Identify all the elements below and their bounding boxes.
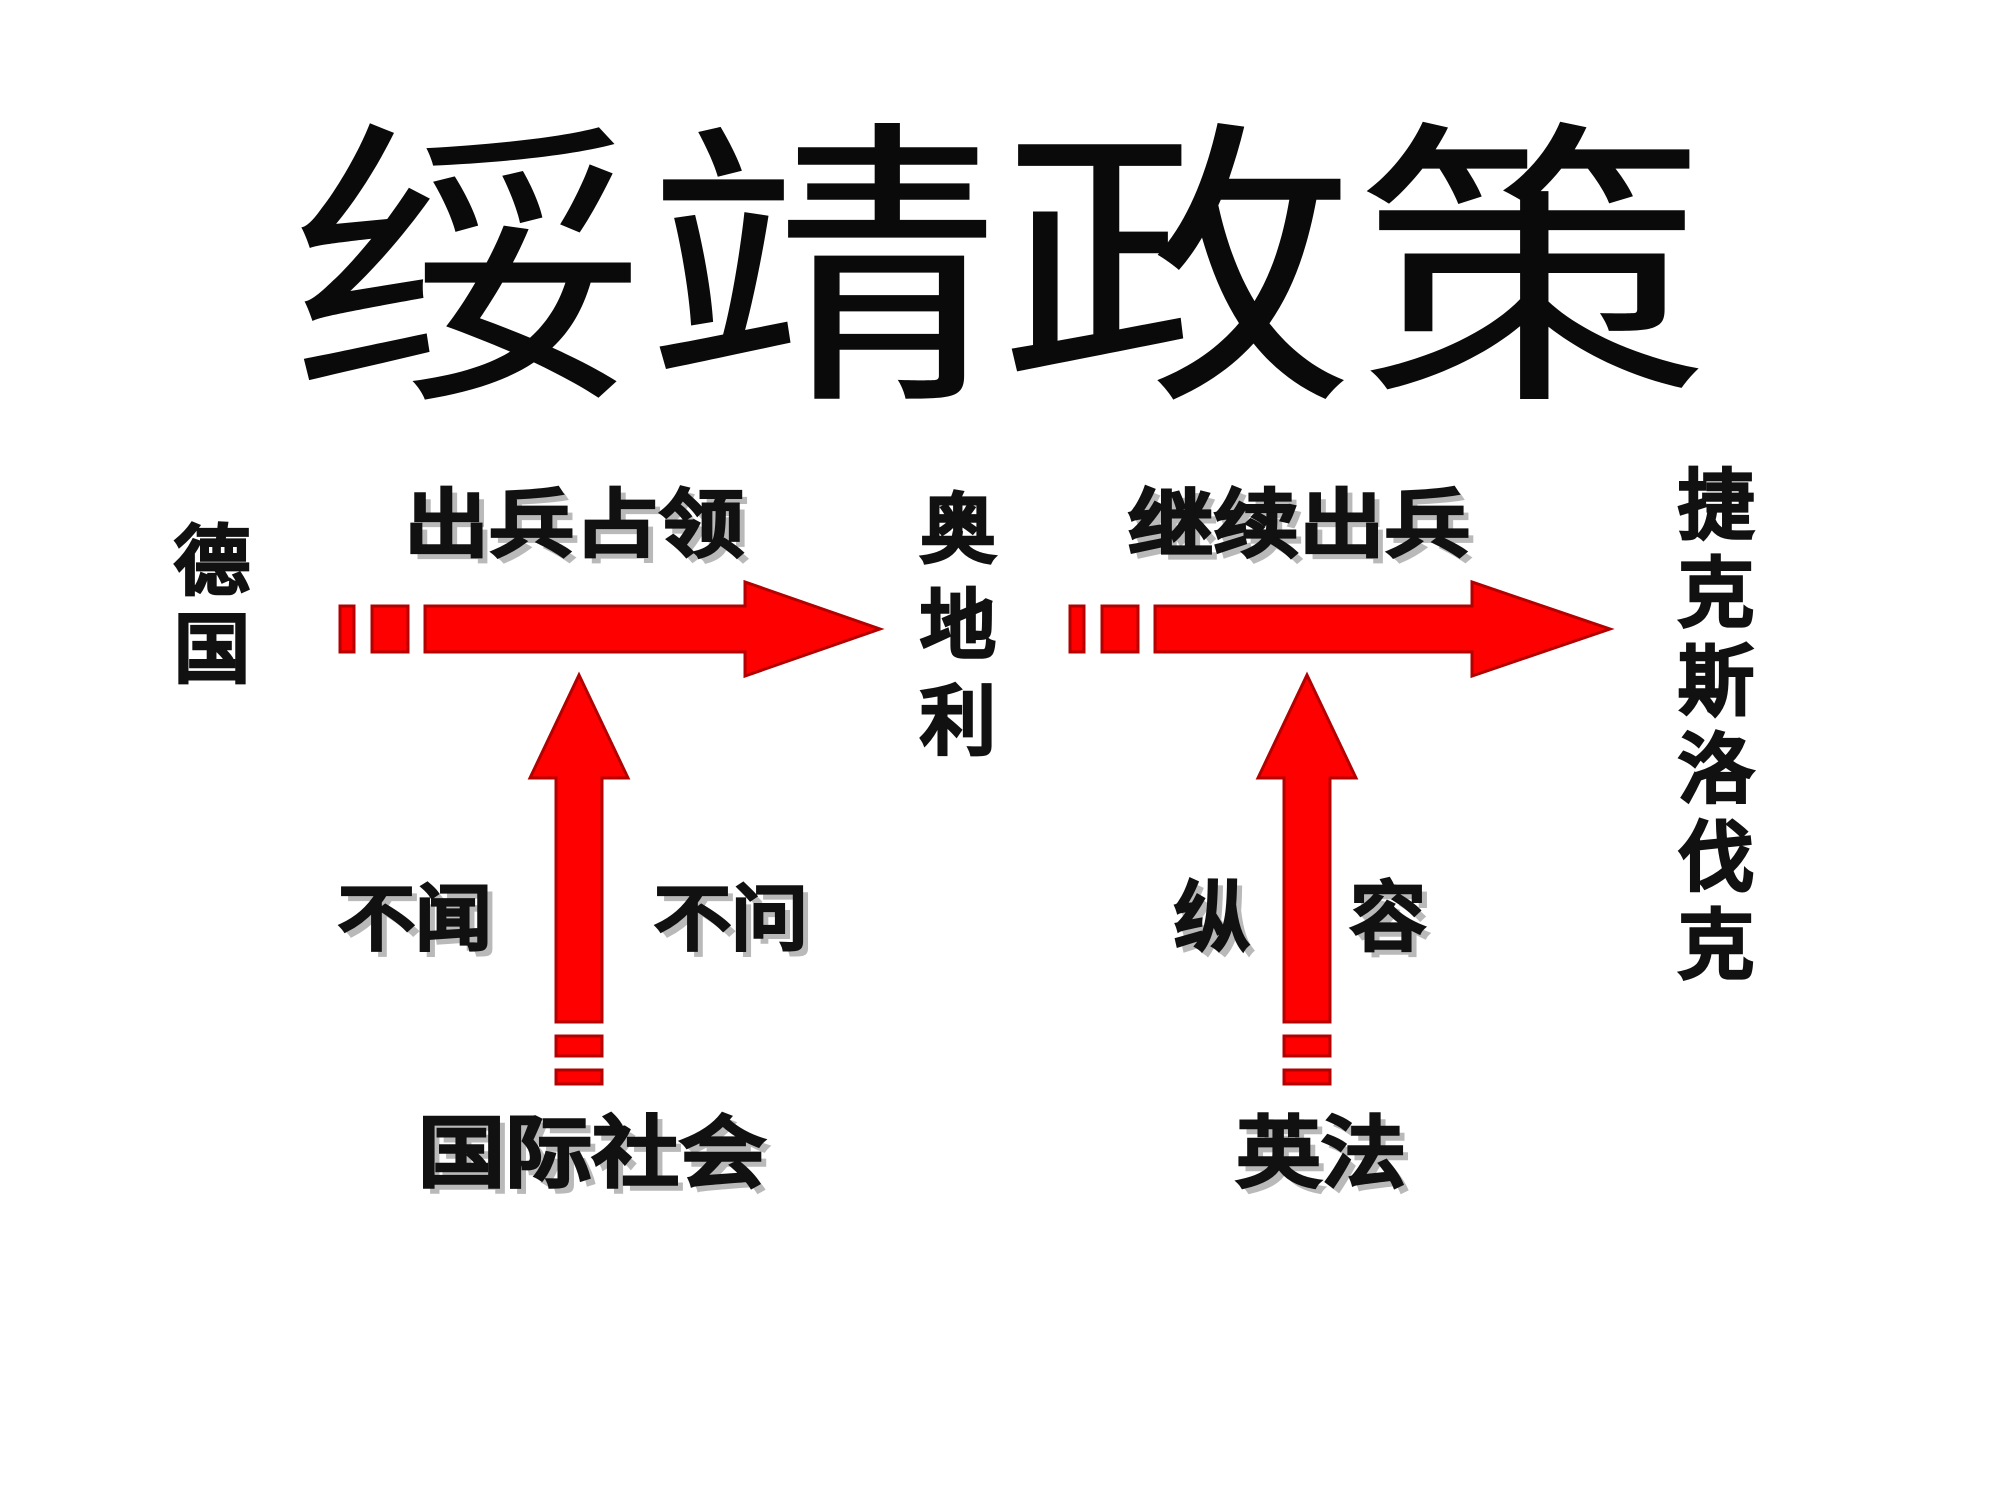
node-austria-char: 利 [920, 677, 996, 766]
node-czech-char: 捷 [1678, 461, 1754, 550]
edge-label-ignore-right: 不问 [654, 877, 808, 961]
arrow-germany-to-austria [338, 579, 885, 679]
edge-label-continue: 继续出兵 [1128, 482, 1470, 568]
node-czech-char: 伐 [1678, 813, 1754, 902]
arrow-body [423, 579, 885, 679]
node-czech-char: 克 [1678, 549, 1754, 638]
arrow-tail-dash-long [1282, 1034, 1332, 1058]
arrow-body [1153, 579, 1615, 679]
node-britain-france-shadow: 英法 [1242, 1115, 1412, 1205]
arrow-tail-dash-long [554, 1034, 604, 1058]
edge-label-ignore-right-shadow: 不问 [660, 883, 814, 967]
node-austria: 奥地利 [920, 485, 996, 766]
edge-label-ignore-left: 不闻 [338, 877, 492, 961]
arrow-austria-to-czech [1068, 579, 1615, 679]
edge-label-indulge-left-shadow: 纵 [1180, 879, 1256, 968]
node-czech: 捷克斯洛伐克 [1678, 461, 1755, 990]
node-germany: 德国 [174, 517, 250, 694]
edge-label-occupy: 出兵占领 [404, 482, 744, 568]
node-czech-char: 克 [1678, 901, 1754, 990]
edge-label-ignore-left-shadow: 不闻 [344, 883, 498, 967]
arrow-tail-dash-long [1100, 604, 1140, 654]
edge-label-indulge-right-shadow: 容 [1356, 879, 1432, 968]
edge-label-occupy-shadow: 出兵占领 [410, 488, 750, 574]
edge-label-indulge-right: 容 [1350, 873, 1426, 962]
arrow-tail-dash-short [1068, 604, 1086, 654]
arrow-britain-france-up [1255, 671, 1359, 1086]
arrow-tail-dash-short [1282, 1068, 1332, 1086]
arrow-body [527, 671, 631, 1024]
arrow-tail-dash-long [370, 604, 410, 654]
node-international-shadow: 国际社会 [424, 1115, 772, 1205]
arrow-tail-dash-short [554, 1068, 604, 1086]
arrow-body [1255, 671, 1359, 1024]
node-germany-char: 德 [174, 517, 250, 606]
node-austria-char: 地 [920, 581, 996, 670]
node-czech-char: 斯 [1678, 637, 1754, 726]
arrow-international-up [527, 671, 631, 1086]
node-austria-char: 奥 [920, 485, 996, 574]
node-germany-char: 国 [174, 605, 250, 694]
arrow-tail-dash-short [338, 604, 356, 654]
node-international: 国际社会 [418, 1109, 766, 1199]
diagram-title: 绥靖政策 [290, 97, 1710, 446]
node-britain-france: 英法 [1236, 1109, 1406, 1199]
node-czech-char: 洛 [1678, 725, 1755, 814]
edge-label-indulge-left: 纵 [1174, 873, 1250, 962]
edge-label-continue-shadow: 继续出兵 [1134, 488, 1476, 574]
